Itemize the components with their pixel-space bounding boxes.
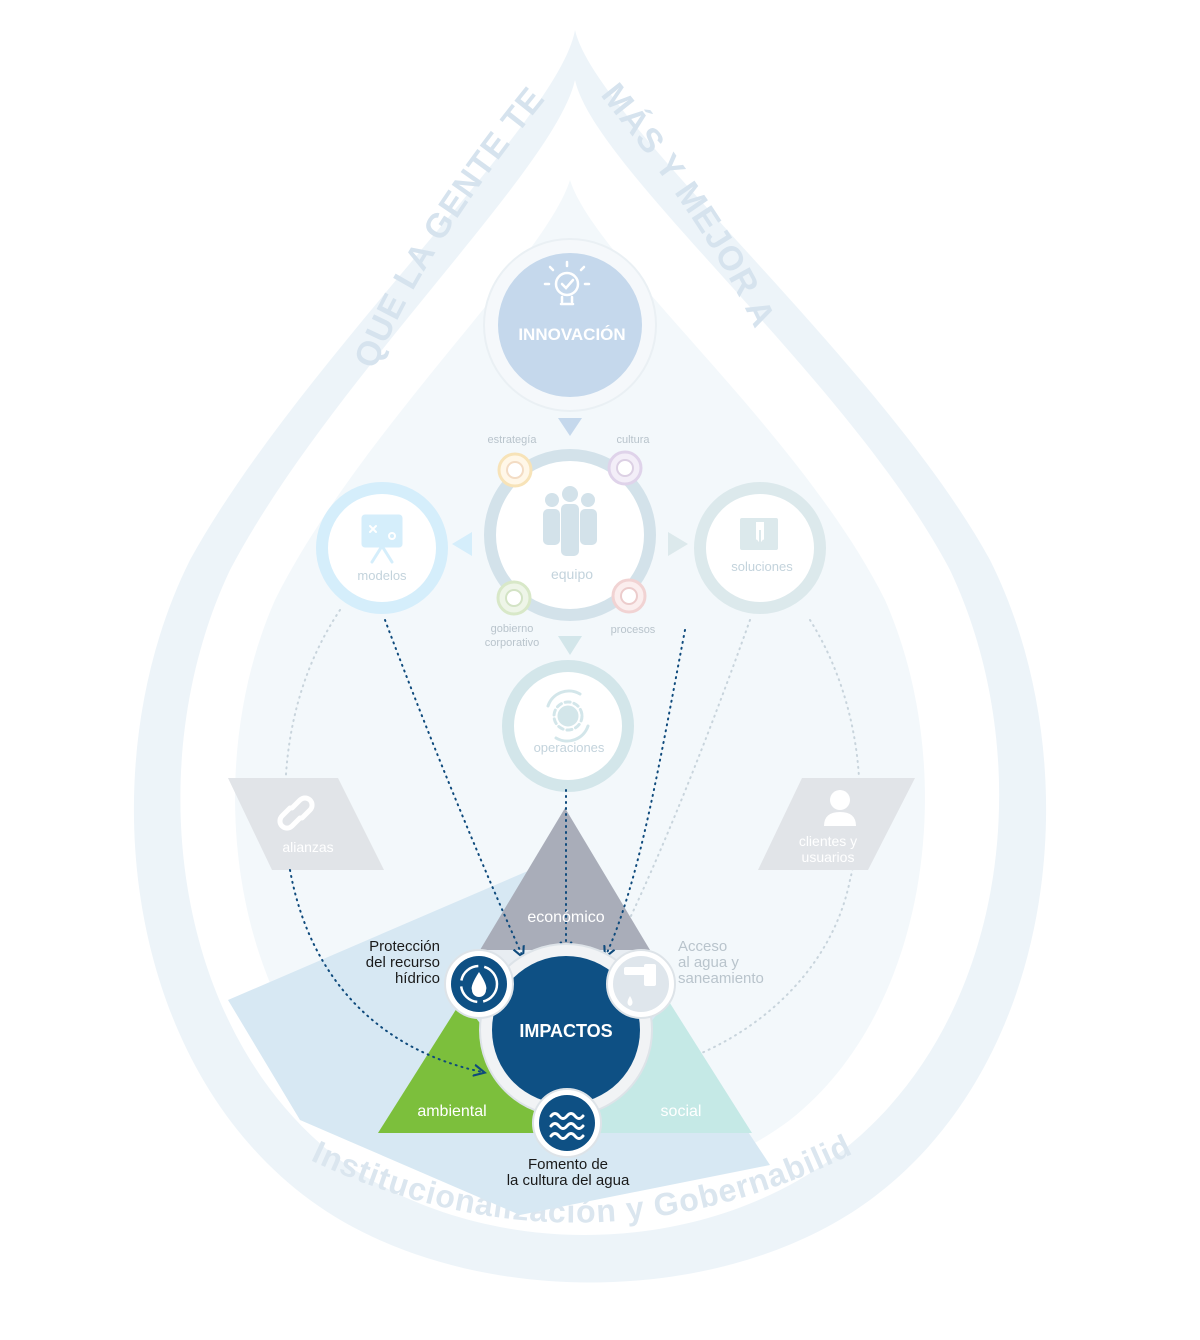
water-access-label-2: al agua y: [678, 954, 739, 971]
satellite-culture-label: cultura: [616, 434, 650, 446]
innovation-label: INNOVACIÓN: [518, 325, 625, 344]
link-icon: [277, 795, 315, 831]
clients-label-2: usuarios: [802, 849, 855, 865]
models-node[interactable]: modelos: [316, 482, 448, 614]
clients-node[interactable]: clientes y usuarios: [758, 778, 915, 870]
light-dotted-connectors: [284, 609, 861, 1070]
satellite-strategy-label: estrategía: [488, 434, 538, 446]
lightbulb-icon: [543, 260, 591, 306]
water-protection-label-2: del recurso: [366, 954, 440, 971]
satellite-governance-label-1: gobierno: [491, 623, 534, 635]
waves-icon: [549, 1112, 585, 1140]
innovation-node[interactable]: INNOVACIÓN: [483, 238, 657, 412]
water-access-badge[interactable]: [606, 949, 676, 1019]
social-label: social: [661, 1103, 702, 1120]
water-culture-badge[interactable]: [532, 1088, 602, 1158]
team-node[interactable]: equipo: [484, 449, 656, 621]
team-label: equipo: [551, 566, 593, 582]
operations-node[interactable]: operaciones: [502, 660, 634, 792]
water-access-label-1: Acceso: [678, 938, 727, 955]
water-culture-label-1: Fomento de: [528, 1156, 608, 1173]
clients-label-1: clientes y: [799, 833, 857, 849]
environmental-label: ambiental: [417, 1103, 486, 1120]
satellite-processes-label: procesos: [611, 624, 656, 636]
water-culture-label-2: la cultura del agua: [507, 1172, 630, 1189]
impacts-label: IMPACTOS: [519, 1021, 612, 1041]
alliances-node[interactable]: alianzas: [228, 778, 384, 870]
satellite-strategy[interactable]: estrategía: [488, 434, 538, 488]
satellite-governance-label-2: corporativo: [485, 637, 539, 649]
arrow-down-1: [558, 418, 582, 436]
solutions-label: soluciones: [731, 559, 793, 574]
satellite-processes[interactable]: procesos: [611, 578, 656, 636]
water-protection-label-3: hídrico: [395, 970, 440, 987]
sector-economic: [480, 808, 650, 950]
alliances-label: alianzas: [282, 839, 333, 855]
water-protection-label-1: Protección: [369, 938, 440, 955]
satellite-governance[interactable]: gobierno corporativo: [485, 580, 539, 649]
arrow-down-2: [558, 636, 582, 655]
operations-label: operaciones: [534, 740, 605, 755]
presentation-board-icon: [361, 514, 403, 564]
water-protection-badge[interactable]: [444, 949, 514, 1019]
satellite-culture[interactable]: cultura: [607, 434, 650, 486]
box-icon: [740, 518, 778, 550]
gear-cycle-icon: [546, 689, 590, 743]
water-access-label-3: saneamiento: [678, 970, 764, 987]
user-icon: [824, 790, 856, 826]
arrow-left: [452, 532, 472, 556]
economic-label: económico: [527, 909, 604, 926]
faucet-icon: [624, 964, 656, 1006]
dark-dotted-connectors: [289, 619, 686, 1072]
arrow-right: [668, 532, 688, 556]
people-icon: [543, 486, 597, 556]
models-label: modelos: [357, 568, 407, 583]
water-drop-cycle-icon: [459, 964, 499, 1004]
solutions-node[interactable]: soluciones: [694, 482, 826, 614]
